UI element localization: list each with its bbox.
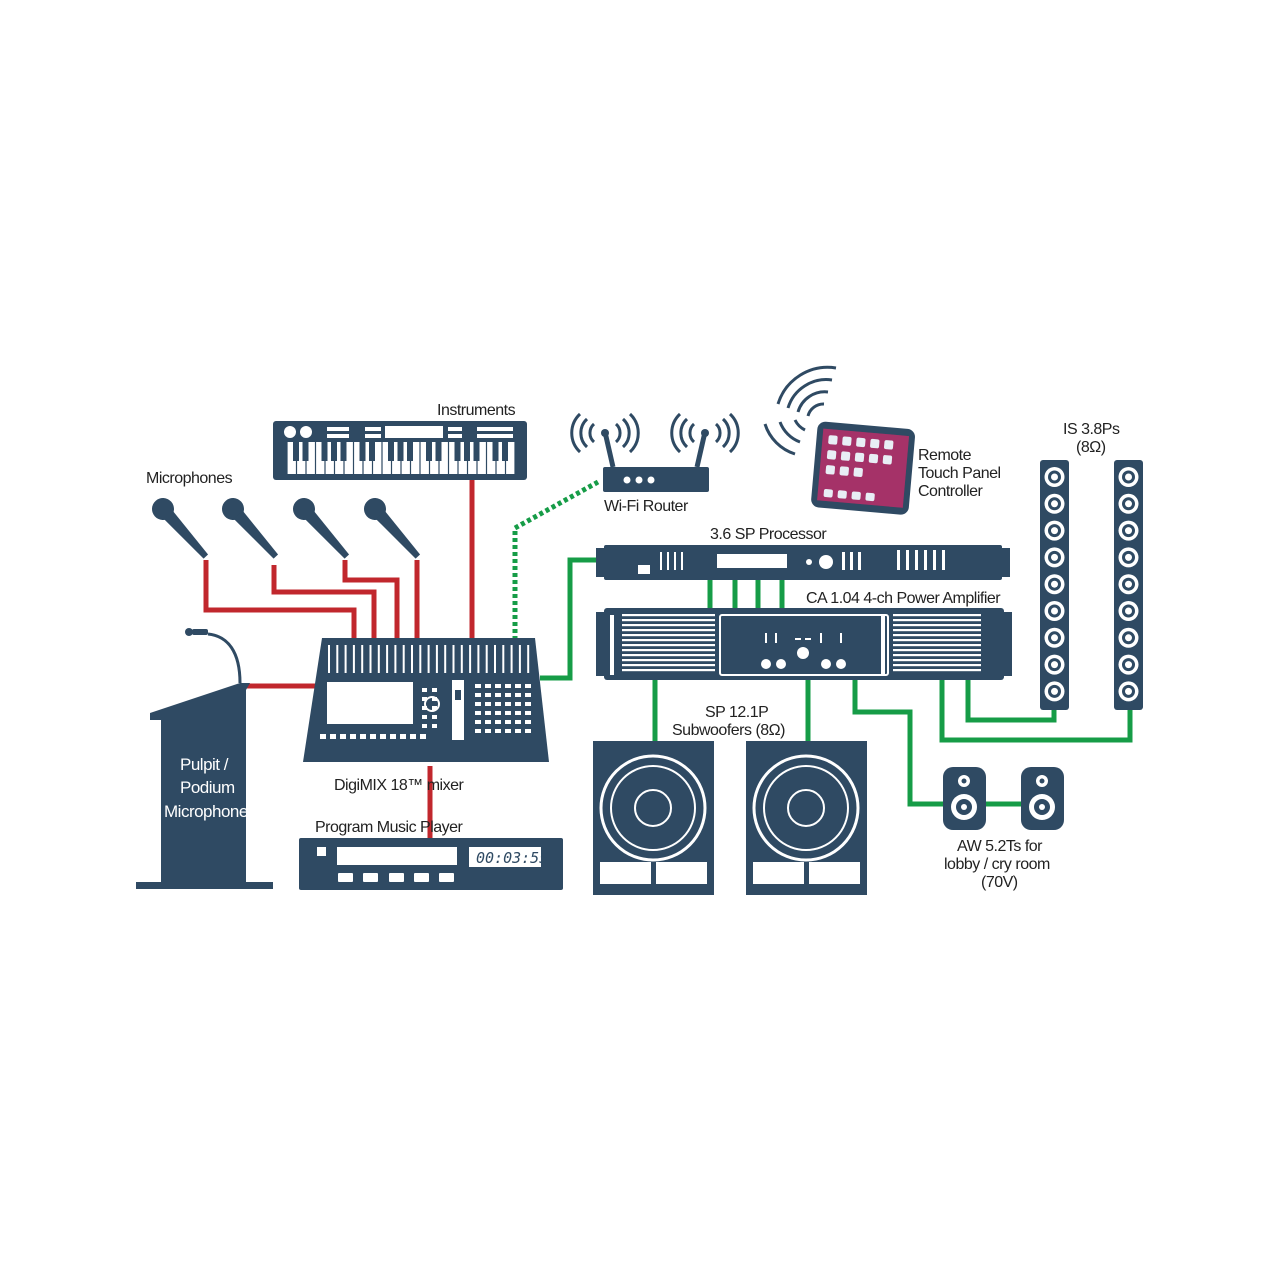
cable-amp-is1 [965, 678, 1057, 723]
label-pulpit-line2: Podium [180, 778, 235, 797]
label-instruments: Instruments [437, 402, 516, 419]
media-player-icon: 00:03:55 [299, 838, 563, 890]
label-amplifier: CA 1.04 4-ch Power Amplifier [806, 590, 1001, 607]
tablet-icon [763, 365, 915, 515]
label-mixer: DigiMIX 18™ mixer [334, 777, 464, 794]
cable-mic1 [203, 560, 357, 642]
label-aw-line3: (70V) [981, 874, 1018, 891]
label-processor: 3.6 SP Processor [710, 526, 827, 543]
player-display: 00:03:55 [476, 849, 548, 867]
label-remote-line3: Controller [918, 483, 984, 500]
mixer-icon [303, 638, 549, 762]
label-is-line2: (8Ω) [1076, 439, 1106, 456]
label-remote-line1: Remote [918, 447, 972, 464]
label-is-line1: IS 3.8Ps [1063, 421, 1120, 438]
cable-amp-aw [852, 678, 944, 807]
column-speaker-icon [1040, 460, 1069, 710]
label-pulpit-line3: Microphone [164, 802, 248, 821]
wall-speaker-icon [1021, 767, 1064, 830]
label-remote-line2: Touch Panel [918, 465, 1001, 482]
microphone-icon [222, 498, 279, 559]
subwoofer-icon [593, 741, 714, 895]
cable-mic3 [342, 560, 400, 642]
keyboard-icon [273, 421, 527, 480]
label-aw-line1: AW 5.2Ts for [957, 838, 1043, 855]
label-microphones: Microphones [146, 470, 233, 487]
label-aw-line2: lobby / cry room [944, 856, 1050, 873]
cable-router-mixer [512, 479, 600, 640]
digital-cables [512, 479, 1133, 807]
label-program-music: Program Music Player [315, 819, 464, 836]
router-icon [570, 412, 740, 492]
column-speaker-icon [1114, 460, 1143, 710]
cable-mic2 [271, 565, 377, 642]
microphone-icon [364, 498, 421, 559]
wall-speaker-icon [943, 767, 986, 830]
label-sub-line1: SP 12.1P [705, 704, 768, 721]
label-wifi-router: Wi-Fi Router [604, 498, 689, 515]
analog-cables [203, 478, 475, 838]
microphone-icon [293, 498, 350, 559]
label-sub-line2: Subwoofers (8Ω) [672, 722, 785, 739]
cable-amp-is2 [939, 678, 1133, 743]
microphone-icon [152, 498, 209, 559]
subwoofer-icon [746, 741, 867, 895]
amplifier-icon [596, 608, 1012, 680]
processor-icon [596, 545, 1010, 580]
podium-icon [136, 628, 273, 889]
label-pulpit-line1: Pulpit / [180, 755, 229, 774]
cable-mixer-processor [540, 557, 606, 681]
